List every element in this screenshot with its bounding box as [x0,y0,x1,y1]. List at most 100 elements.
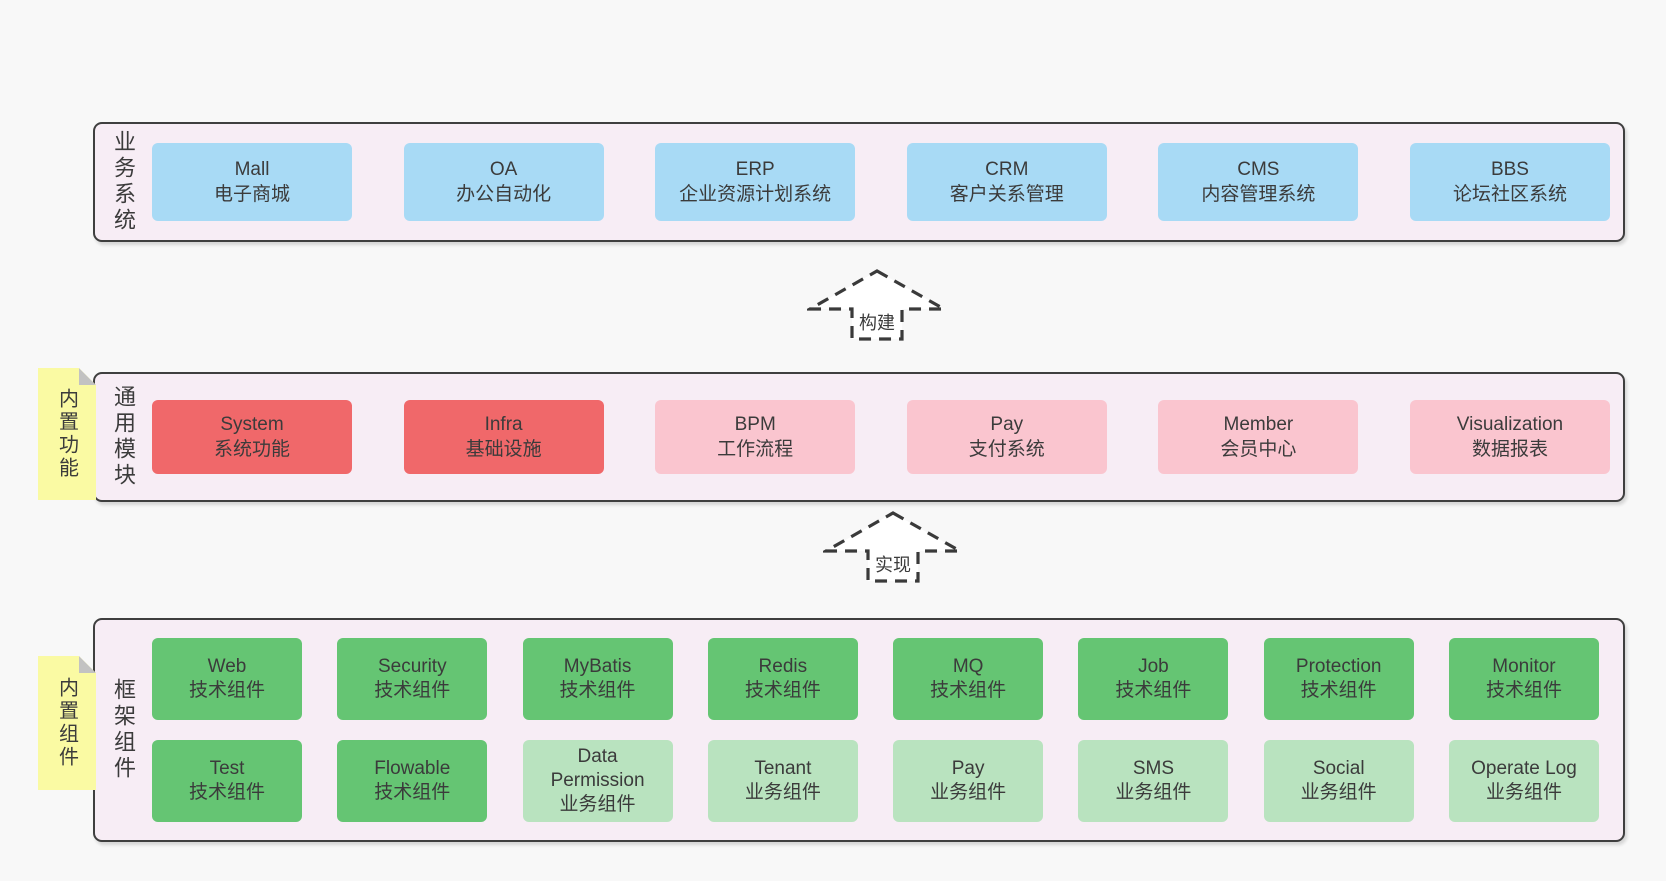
box-name: Visualization [1456,414,1564,435]
box-name: Pay [990,414,1024,435]
box-desc: 技术组件 [744,680,821,701]
box-name: Member [1223,414,1294,435]
builtin-components-note-text: 内置组件 [55,677,78,769]
box-name: Web [207,656,247,677]
box-erp: ERP 企业资源计划系统 [655,143,856,221]
box-desc: 技术组件 [374,680,451,701]
box-desc: 企业资源计划系统 [679,184,832,205]
build-arrow: 构建 [807,268,947,342]
box-name: Security [377,656,447,677]
box-name: ERP [735,159,775,180]
box-monitor: Monitor 技术组件 [1448,638,1599,720]
box-name: Monitor [1492,656,1556,677]
box-bpm: BPM 工作流程 [655,400,856,474]
box-name: MQ [952,656,984,677]
box-infra: Infra 基础设施 [403,400,604,474]
box-desc: 电子商城 [213,184,290,205]
box-name: Operate Log [1471,758,1577,779]
box-protection: Protection 技术组件 [1263,638,1414,720]
box-mybatis: MyBatis 技术组件 [522,638,673,720]
box-name: Flowable [374,758,451,779]
box-member: Member 会员中心 [1158,400,1359,474]
builtin-features-note: 内置功能 [38,368,96,500]
box-desc: 业务组件 [744,782,821,803]
box-name: System [220,414,284,435]
box-name: Mall [234,159,270,180]
box-test: Test 技术组件 [152,740,302,822]
box-desc: 内容管理系统 [1201,184,1316,205]
box-name: Test [209,758,245,779]
box-web: Web 技术组件 [152,638,302,720]
box-desc: 技术组件 [559,680,636,701]
box-desc: 业务组件 [559,794,636,815]
box-name: BBS [1490,159,1529,180]
box-mall: Mall 电子商城 [152,143,352,221]
box-desc: 业务组件 [930,782,1007,803]
box-security: Security 技术组件 [337,638,488,720]
box-name: Tenant [754,758,812,779]
implement-arrow: 实现 [823,510,963,584]
layer-business-label: 业务系统 [111,130,136,234]
build-arrow-label: 构建 [859,313,895,333]
layer-common-modules: 通用模块 System 系统功能 Infra 基础设施 BPM 工作流程 Pay 支付系统 Me… [93,372,1625,502]
box-data-permission: Data Permission 业务组件 [522,740,673,822]
box-name: Data Permission [550,746,645,791]
box-desc: 会员中心 [1220,439,1297,460]
box-desc: 技术组件 [188,782,265,803]
box-cms: CMS 内容管理系统 [1158,143,1359,221]
builtin-components-note: 内置组件 [38,656,96,790]
box-name: Infra [484,414,523,435]
implement-arrow-label: 实现 [875,555,911,575]
modules-box-row: System 系统功能 Infra 基础设施 BPM 工作流程 Pay 支付系统 Member 会… [152,374,1610,500]
box-name: Redis [758,656,808,677]
box-name: Protection [1295,656,1382,677]
box-desc: 系统功能 [213,439,290,460]
box-visualization: Visualization 数据报表 [1409,400,1610,474]
box-pay: Pay 支付系统 [906,400,1107,474]
box-redis: Redis 技术组件 [707,638,858,720]
box-desc: 技术组件 [1485,680,1562,701]
box-desc: 技术组件 [188,680,265,701]
box-bbs: BBS 论坛社区系统 [1409,143,1610,221]
up-arrow-icon [823,511,963,583]
box-desc: 客户关系管理 [949,184,1064,205]
box-name: Job [1138,656,1169,677]
box-tenant: Tenant 业务组件 [707,740,858,822]
box-name: BPM [734,414,776,435]
box-desc: 业务组件 [1115,782,1192,803]
box-desc: 技术组件 [374,782,451,803]
box-system: System 系统功能 [152,400,352,474]
layer-modules-label: 通用模块 [111,385,136,489]
box-desc: 论坛社区系统 [1452,184,1567,205]
builtin-features-note-text: 内置功能 [55,388,78,480]
box-desc: 办公自动化 [456,184,552,205]
box-desc: 工作流程 [717,439,794,460]
box-social: Social 业务组件 [1263,740,1414,822]
box-desc: 数据报表 [1471,439,1548,460]
box-desc: 业务组件 [1485,782,1562,803]
box-name: Pay [951,758,985,779]
box-job: Job 技术组件 [1078,638,1229,720]
box-name: MyBatis [563,656,632,677]
box-mq: MQ 技术组件 [893,638,1044,720]
box-operate-log: Operate Log 业务组件 [1448,740,1599,822]
box-desc: 技术组件 [1300,680,1377,701]
box-desc: 技术组件 [1115,680,1192,701]
box-desc: 支付系统 [968,439,1045,460]
box-desc: 基础设施 [465,439,542,460]
box-desc: 技术组件 [930,680,1007,701]
layer-components-label: 框架组件 [111,678,136,782]
box-desc: 业务组件 [1300,782,1377,803]
box-flowable: Flowable 技术组件 [337,740,488,822]
box-name: CMS [1237,159,1280,180]
box-name: Social [1312,758,1365,779]
